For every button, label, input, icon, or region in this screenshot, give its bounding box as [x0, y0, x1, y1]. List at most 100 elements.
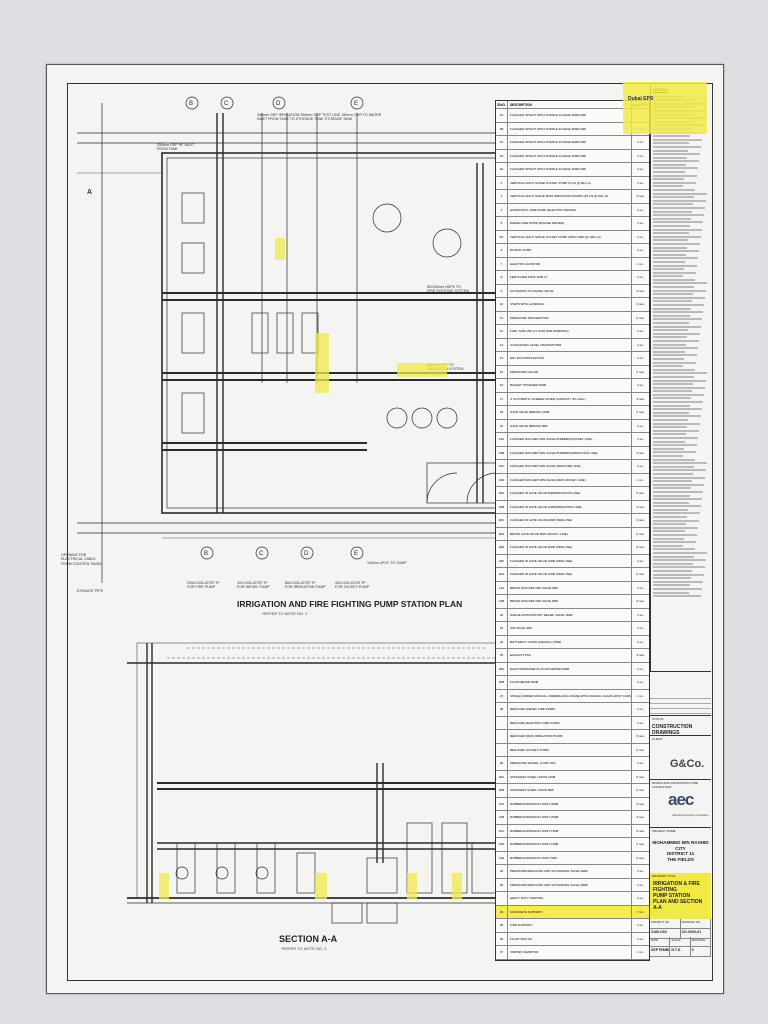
note-text-line: [653, 271, 696, 274]
bom-item-no: 28: [496, 703, 508, 716]
bom-item-description: PRESSURE REDUCING AND SUSTAINING VALVE 2…: [508, 865, 632, 878]
note-text-line: [653, 264, 697, 267]
bom-item-description: PRESSURE TRANSMITTER: [508, 311, 632, 324]
note-text-line: [653, 196, 694, 199]
project-no-label: PROJECT NO.: [650, 919, 681, 929]
note-text-line: [653, 437, 698, 439]
note-text-line: [653, 447, 684, 450]
bom-item-quantity: 3 nos.: [636, 194, 645, 199]
bom-item-quantity: 4 nos.: [636, 801, 645, 806]
bom-item-quantity: 4 nos.: [636, 653, 645, 658]
client-block: CLIENT G&Co.: [650, 735, 711, 780]
callout-drain: 100mm uPVC TO SUMP: [367, 561, 407, 565]
note-text-line: [653, 174, 697, 177]
note-text-line: [653, 433, 686, 436]
bom-item-no: 5: [496, 217, 508, 230]
bom-item-no: 19C: [496, 460, 508, 473]
bom-item-quantity: 1 no.: [637, 936, 644, 941]
bom-item-quantity: 1 no.: [637, 261, 644, 266]
section-marker-label: E: [354, 101, 358, 107]
highlight-mark: [315, 333, 329, 393]
note-text-line: [653, 451, 696, 454]
section-marker-label: D: [304, 551, 309, 557]
highlight-mark: [275, 238, 285, 260]
bom-item-description: PRESSURE GAUGE: [508, 365, 632, 378]
note-text-line: [653, 566, 705, 569]
section-marker-label: C: [224, 101, 229, 107]
note-text-line: [653, 487, 691, 490]
note-text-line: [653, 199, 706, 202]
bom-item-no: 36: [496, 932, 508, 945]
bom-item-no: 12: [496, 325, 508, 338]
bom-item-description: DRY RUN PROTECTION: [508, 352, 632, 365]
note-text-line: [653, 401, 703, 404]
bom-item-no: [496, 743, 508, 756]
note-text-line: [653, 210, 692, 213]
bom-item-no: 24: [496, 635, 508, 648]
note-text-line: [653, 286, 694, 289]
note-text-line: [653, 253, 686, 256]
bom-item-description: PRESSURE REDUCING AND SUSTAINING VALVE 1…: [508, 878, 632, 891]
bom-item-quantity: 1 no.: [637, 464, 644, 469]
bom-item-no: 22: [496, 608, 508, 621]
bom-item-quantity: 1 no.: [637, 869, 644, 874]
bom-item-description: FLANGED SPIGOT WITH PUDDLE FLANGE 250Ø G…: [508, 122, 632, 135]
note-text-line: [653, 224, 690, 227]
note-text-line: [653, 505, 701, 508]
project-line: DISTRICT 11: [666, 851, 695, 857]
bom-item-description: RUBBER EXPANSION JOINT 150Ø: [508, 824, 632, 837]
client-logo: G&Co.: [670, 758, 705, 770]
bom-item-description: GATE VALVE (BRASS) 80Ø: [508, 419, 632, 432]
bom-item-description: DOSING PUMP: [508, 244, 632, 257]
project-label: PROJECT NAME: [652, 829, 676, 833]
plan-note: *REFER TO NOTE NO. 2: [262, 611, 308, 616]
bom-item-no: 19B: [496, 446, 508, 459]
note-text-line: [653, 185, 683, 188]
bom-item-description: FLANGED ID GATE VALVE 100Ø(IRRIGATION LI…: [508, 500, 632, 513]
note-text-line: [653, 149, 688, 152]
note-text-line: [653, 544, 683, 547]
note-text-line: [653, 282, 707, 285]
bom-item-description: GATE VALVE (BRASS) 100Ø: [508, 406, 632, 419]
notes-panel: NOTES:: [650, 85, 710, 671]
bom-item-description: FLANGED SPIGOT WITH PUDDLE FLANGE 100Ø G…: [508, 163, 632, 176]
bom-item-description: VERTICAL MULTI STAGE JOCKEY PUMP (1500 L…: [508, 230, 632, 243]
note-text-line: [653, 167, 698, 170]
bom-item-description: RUBBER EXPANSION JOINT 50Ø: [508, 851, 632, 864]
bom-item-no: 25B: [496, 676, 508, 689]
bom-item-quantity: 2 nos.: [636, 518, 645, 523]
bom-item-no: 1E: [496, 163, 508, 176]
bom-item-description: ULTRASONIC LEVEL TRANSMITTER: [508, 338, 632, 351]
bom-item-description: FLOW METER 200Ø: [508, 676, 632, 689]
drawing-title-line: IRRIGATION & FIRE FIGHTING: [653, 881, 700, 893]
bom-item-no: 4: [496, 203, 508, 216]
note-text-line: [653, 483, 704, 486]
note-text-line: [653, 239, 688, 242]
callout-iso-fire: 200A ISOLATOR TP FOR FIRE PUMP: [187, 581, 220, 590]
bom-row: REDUCER (ELECTRIC FIRE PUMP)1 no.: [496, 716, 649, 730]
note-text-line: [653, 339, 699, 342]
bom-item-quantity: 1 no.: [637, 761, 644, 766]
bom-item-quantity: 1 no.: [637, 234, 644, 239]
bom-item-no: 20A: [496, 487, 508, 500]
note-text-line: [653, 523, 686, 526]
note-text-line: [653, 325, 701, 328]
bom-item-quantity: 6 nos.: [636, 774, 645, 779]
bom-item-description: RUBBER EXPANSION JOINT 200Ø: [508, 811, 632, 824]
section-note: *REFER TO NOTE NO. 2: [281, 946, 327, 951]
bom-item-no: 25: [496, 649, 508, 662]
bom-item-quantity: 2 nos.: [636, 531, 645, 536]
plan-and-section-linework: B C D E B C D E: [77, 96, 513, 924]
